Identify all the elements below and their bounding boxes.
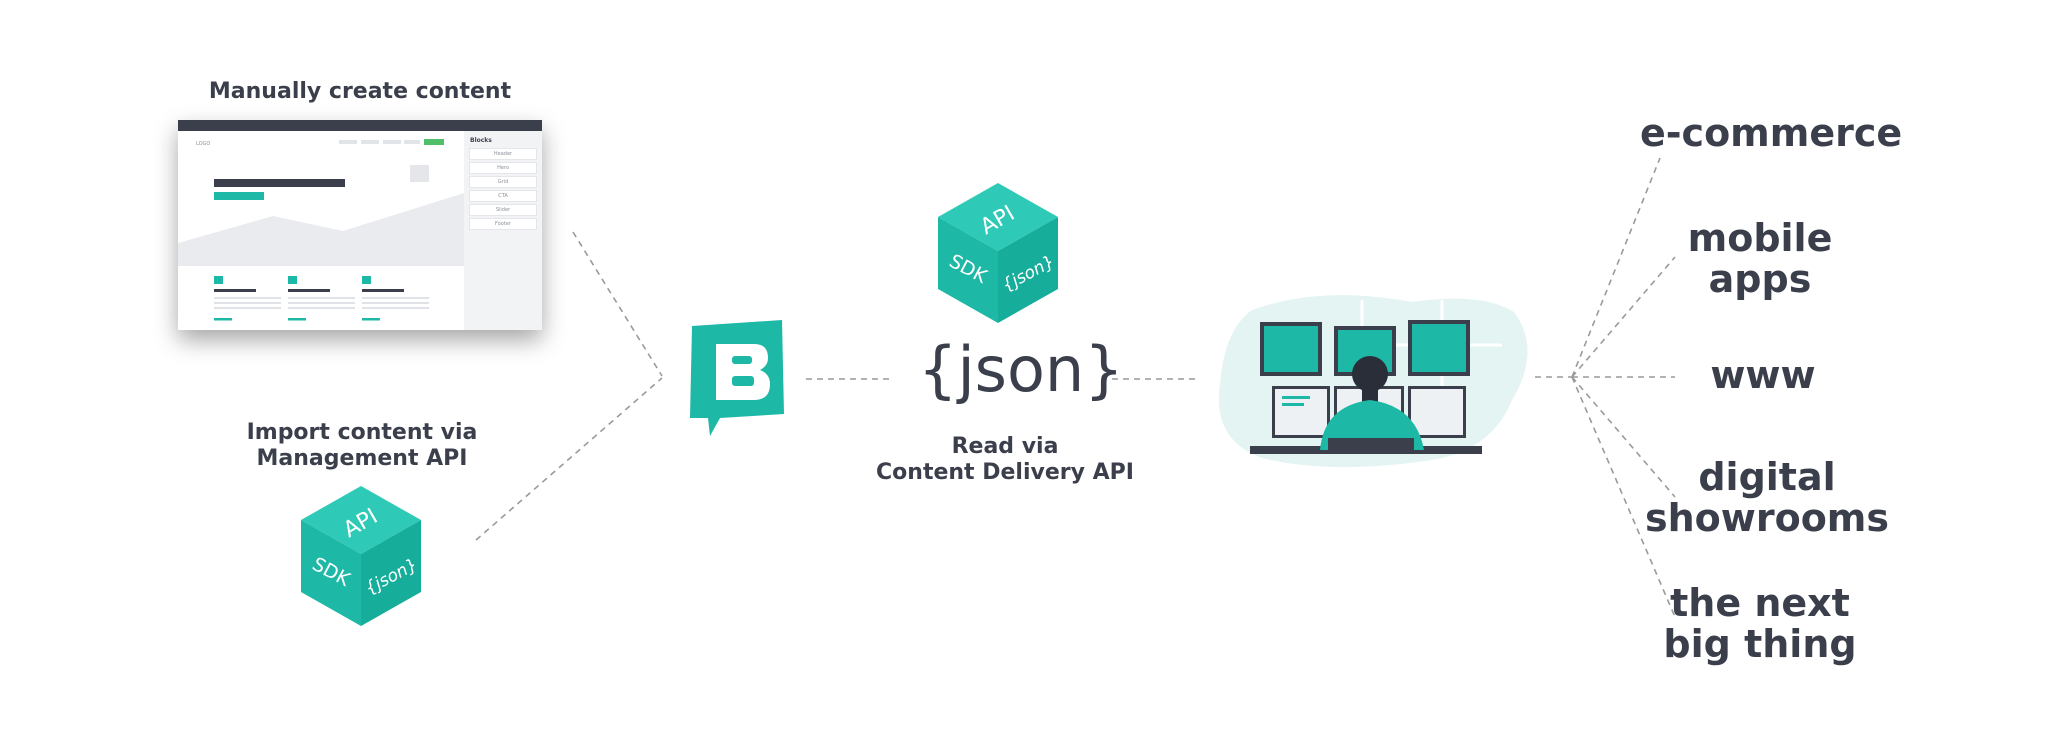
developer-workstation-illustration bbox=[1218, 295, 1528, 468]
mockup-nav-item bbox=[361, 140, 379, 144]
import-label-line1: Import content via bbox=[246, 420, 478, 445]
mockup-sidebar-title: Blocks bbox=[470, 137, 492, 144]
target-digital-line2: showrooms bbox=[1644, 496, 1890, 540]
mockup-block-item: Header bbox=[469, 148, 537, 160]
read-label-line1: Read via bbox=[951, 434, 1059, 459]
api-sdk-cube-icon: API SDK {json} bbox=[301, 486, 421, 626]
read-via-label: Read via Content Delivery API bbox=[870, 434, 1140, 486]
mockup-blocks-sidebar: Blocks Header Hero Grid CTA Slider Foote… bbox=[464, 131, 542, 330]
target-next-big-thing: the next big thing bbox=[1640, 583, 1880, 665]
target-digital-line1: digital bbox=[1698, 455, 1836, 499]
fan-line-digital bbox=[1571, 376, 1676, 498]
import-content-label: Import content via Management API bbox=[222, 420, 502, 472]
manual-create-label: Manually create content bbox=[208, 79, 512, 104]
mockup-block-item: Grid bbox=[469, 176, 537, 188]
target-mobile-line1: mobile bbox=[1687, 216, 1833, 260]
mockup-nav-item bbox=[383, 140, 401, 144]
target-www: www bbox=[1640, 355, 1886, 396]
target-ecommerce: e-commerce bbox=[1640, 111, 1903, 155]
connector-import-to-brand bbox=[475, 377, 663, 541]
mockup-block-item: CTA bbox=[469, 190, 537, 202]
json-label: {json} bbox=[918, 333, 1124, 406]
mockup-nav-button bbox=[424, 139, 444, 145]
target-mobile-apps: mobile apps bbox=[1640, 218, 1880, 300]
read-label-line2: Content Delivery API bbox=[876, 460, 1134, 485]
api-sdk-cube-icon: API SDK {json} bbox=[938, 183, 1058, 323]
mockup-block-item: Footer bbox=[469, 218, 537, 230]
website-mockup-thumbnail: LOGO Blocks bbox=[178, 120, 542, 330]
mockup-block-item: Hero bbox=[469, 162, 537, 174]
import-label-line2: Management API bbox=[256, 446, 468, 471]
mockup-nav-item bbox=[404, 140, 420, 144]
mockup-logo: LOGO bbox=[196, 141, 211, 147]
target-mobile-line2: apps bbox=[1708, 257, 1812, 301]
target-ecommerce-line1: e-commerce bbox=[1640, 111, 1903, 155]
target-nextbig-line1: the next bbox=[1670, 581, 1850, 625]
mockup-topbar bbox=[178, 120, 542, 131]
target-nextbig-line2: big thing bbox=[1663, 622, 1857, 666]
target-www-line1: www bbox=[1710, 353, 1816, 397]
storyblok-logo-icon bbox=[690, 320, 784, 436]
target-digital-showrooms: digital showrooms bbox=[1640, 457, 1894, 539]
fan-line-mobile bbox=[1571, 256, 1676, 378]
connector-manual-to-brand bbox=[572, 231, 663, 377]
mockup-block-item: Slider bbox=[469, 204, 537, 216]
mockup-hero bbox=[178, 165, 464, 321]
mockup-nav-item bbox=[339, 140, 357, 144]
